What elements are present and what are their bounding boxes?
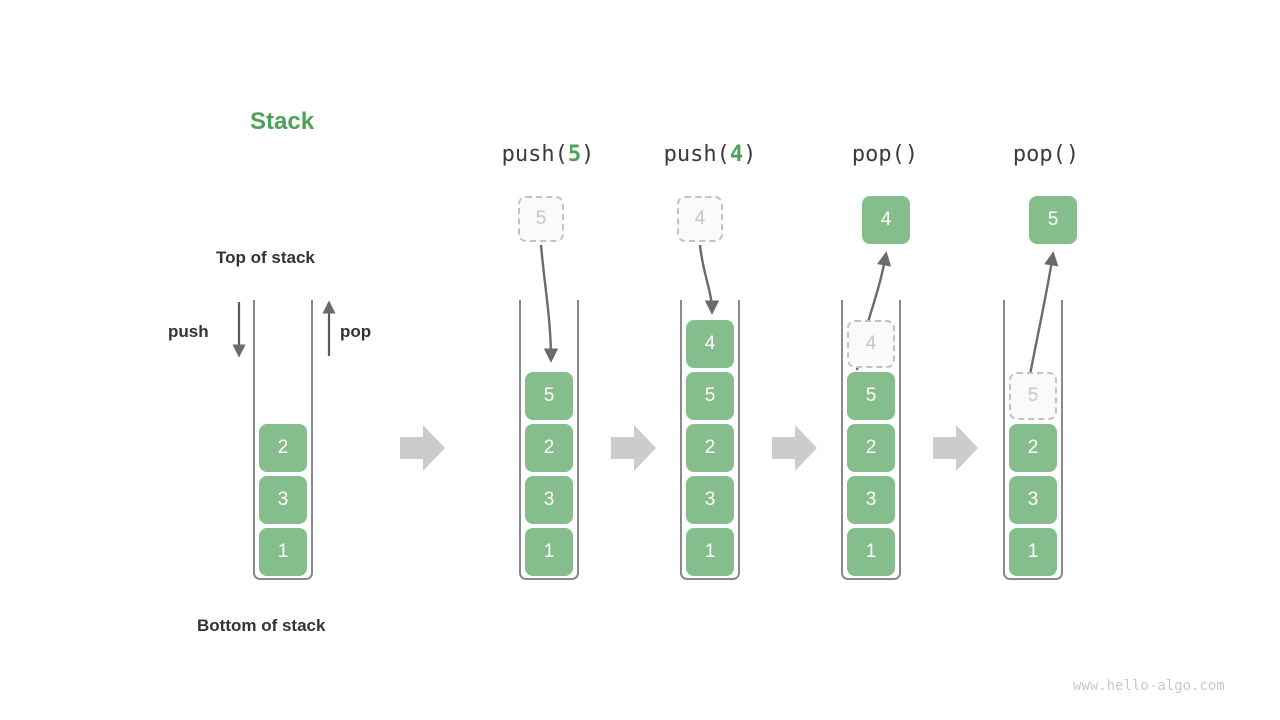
stack-cell: 5 [847,372,895,420]
stack-cell: 1 [525,528,573,576]
header-op: push( [501,142,568,167]
stack-container-initial [253,300,313,580]
column-header-push-5: push(5) [468,142,628,167]
header-close: ) [581,142,595,167]
page-title: Stack [250,108,315,135]
stack-cell: 2 [847,424,895,472]
stack-cell: 1 [1009,528,1057,576]
stack-cell: 5 [686,372,734,420]
floating-ghost-cell: 5 [518,196,564,242]
column-header-pop-5: pop() [1012,142,1080,167]
stack-cell: 1 [259,528,307,576]
top-of-stack-label: Top of stack [216,248,315,267]
stack-container-push-5 [519,300,579,580]
stack-container-push-4 [680,300,740,580]
stack-cell: 2 [259,424,307,472]
stack-cell: 3 [259,476,307,524]
floating-ghost-cell: 4 [677,196,723,242]
header-op: push( [663,142,730,167]
stack-cell: 1 [847,528,895,576]
pop-label: pop [340,322,372,341]
stack-cell: 3 [1009,476,1057,524]
ghost-cell-in-stack: 4 [847,320,895,368]
stack-cell: 3 [686,476,734,524]
popped-cell: 4 [862,196,910,244]
stack-cell: 5 [525,372,573,420]
step-arrow [611,425,656,471]
header-close: ) [743,142,757,167]
stack-cell: 2 [1009,424,1057,472]
push-label: push [168,322,209,341]
stack-cell: 2 [686,424,734,472]
step-arrow [933,425,978,471]
popped-cell: 5 [1029,196,1077,244]
stack-container-pop-5 [1003,300,1063,580]
bottom-of-stack-label: Bottom of stack [197,616,326,635]
stack-container-pop-4 [841,300,901,580]
watermark: www.hello-algo.com [1073,678,1225,694]
stack-cell: 4 [686,320,734,368]
column-header-push-4: push(4) [630,142,790,167]
step-arrow [772,425,817,471]
header-arg: 5 [567,142,582,167]
column-header-pop-4: pop() [851,142,919,167]
header-arg: 4 [729,142,744,167]
stack-cell: 3 [847,476,895,524]
stack-cell: 1 [686,528,734,576]
step-arrow [400,425,445,471]
stack-cell: 3 [525,476,573,524]
ghost-cell-in-stack: 5 [1009,372,1057,420]
stack-cell: 2 [525,424,573,472]
